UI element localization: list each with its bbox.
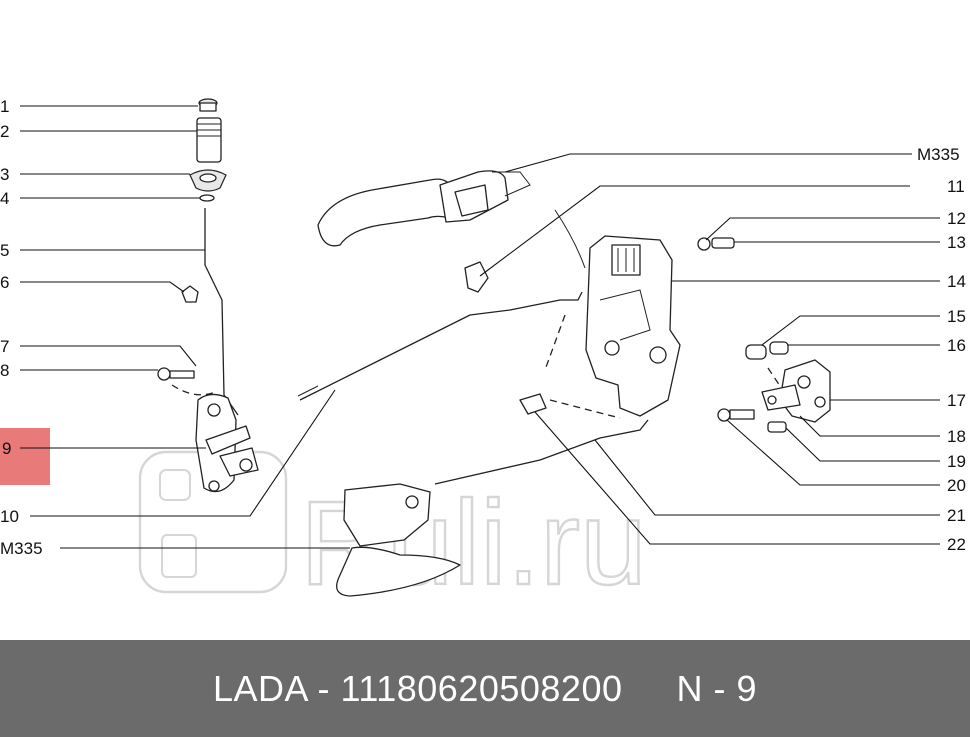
part-inner-lever xyxy=(195,393,259,493)
label-13: 13 xyxy=(947,233,966,252)
label-21: 21 xyxy=(947,506,966,525)
part-pin-16 xyxy=(769,341,789,355)
label-8: 8 xyxy=(0,361,9,380)
label-3: 3 xyxy=(0,165,9,184)
part-grommet xyxy=(189,169,227,192)
part-knob xyxy=(196,117,222,163)
part-small-clip xyxy=(464,261,489,293)
label-m335-right: M335 xyxy=(917,145,960,164)
label-11: 11 xyxy=(947,177,965,196)
part-washer xyxy=(199,194,215,202)
label-16: 16 xyxy=(947,336,966,355)
label-9: 9 xyxy=(2,439,11,458)
parts-diagram: Ruli.ru xyxy=(0,97,966,611)
label-6: 6 xyxy=(0,273,9,292)
part-pin-15 xyxy=(745,344,767,360)
part-bolt xyxy=(717,408,755,422)
label-10: 10 xyxy=(0,507,19,526)
part-cap xyxy=(198,98,218,112)
part-lock xyxy=(585,235,681,417)
label-14: 14 xyxy=(947,272,966,291)
label-4: 4 xyxy=(0,189,9,208)
part-outer-handle xyxy=(317,170,531,247)
highlight-box xyxy=(0,428,50,485)
page-number: N - 9 xyxy=(676,667,758,709)
part-number: LADA - 11180620508200 xyxy=(212,667,623,709)
part-clip xyxy=(181,285,199,303)
label-17: 17 xyxy=(947,391,966,410)
label-12: 12 xyxy=(947,209,966,228)
label-7: 7 xyxy=(0,337,9,356)
label-1: 1 xyxy=(0,97,9,116)
label-20: 20 xyxy=(947,476,966,495)
part-rod xyxy=(204,208,239,416)
label-19: 19 xyxy=(947,452,966,471)
part-lock-rod xyxy=(299,291,583,401)
footer-bar: LADA - 11180620508200 N - 9 xyxy=(0,640,970,737)
label-m335-left: M335 xyxy=(0,539,43,558)
callout-labels: 1 2 3 4 5 6 7 8 9 10 M335 M335 11 12 13 … xyxy=(0,97,966,558)
label-5: 5 xyxy=(0,241,9,260)
part-inner-handle xyxy=(336,483,461,597)
leader-lines xyxy=(20,105,940,549)
part-lower-rod xyxy=(434,419,649,485)
part-rod-clip xyxy=(519,393,547,415)
label-18: 18 xyxy=(947,427,966,446)
part-small-screw xyxy=(767,421,787,433)
label-22: 22 xyxy=(947,535,966,554)
part-screw xyxy=(157,367,195,381)
label-15: 15 xyxy=(947,307,966,326)
label-2: 2 xyxy=(0,122,9,141)
part-striker xyxy=(761,359,831,423)
part-lock-screw xyxy=(697,237,735,251)
